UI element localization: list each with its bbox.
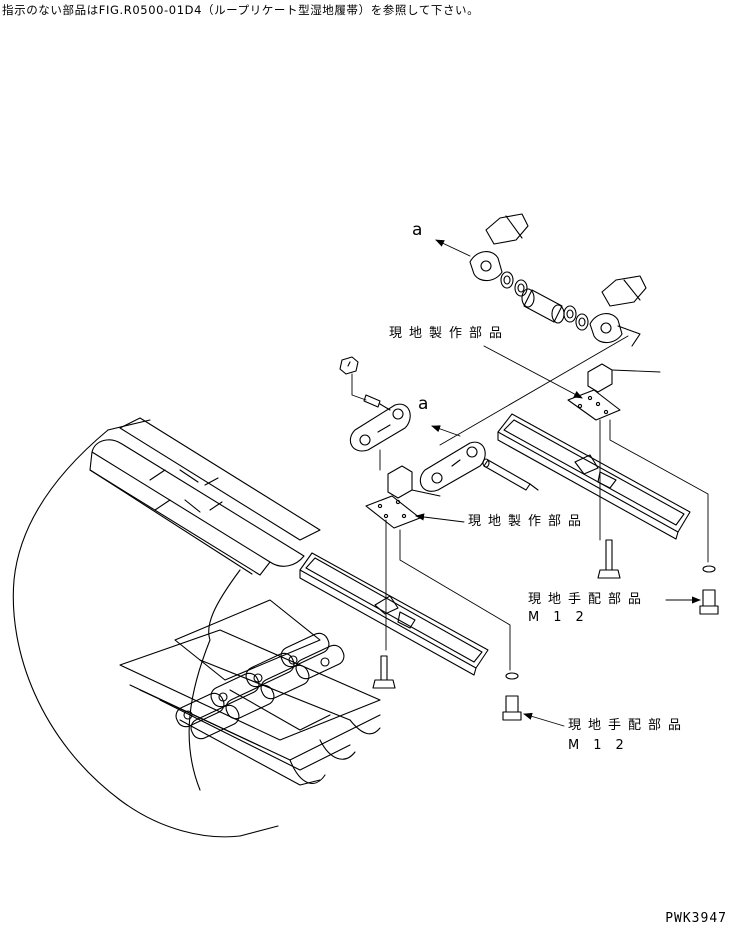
track-chain [175,632,345,740]
shoe-plate-upper [497,413,691,540]
bolt-m12-lower [502,672,522,721]
shoe-plate-lower [299,552,489,676]
callout-bolt-size-lower: M12 [568,738,638,753]
washers-right [563,305,589,331]
leader-lines [351,239,709,727]
view-ref-a-lower: a [418,394,429,414]
fabricated-plate-upper [567,363,621,421]
nut [339,356,359,375]
fabricated-plate-lower [365,465,421,529]
upper-bracket-right [601,275,647,307]
bolt-upper-plate [597,539,621,579]
upper-bracket-left [485,213,529,245]
pin [482,458,539,491]
link-end-left [469,251,503,282]
bolt-lower-plate [372,655,396,689]
callout-local-procured-right: 現地手配部品 [528,592,649,607]
lower-link [349,403,411,452]
view-ref-a-upper: a [412,220,423,240]
middle-link [419,441,486,492]
callout-local-procured-lower: 現地手配部品 [568,718,689,733]
bolt-m12-right [699,565,719,615]
callout-bolt-size-right: M12 [528,610,598,625]
bushing [521,288,565,324]
callout-local-fabricated-lower: 現地製作部品 [468,514,589,529]
callout-local-fabricated-upper: 現地製作部品 [389,326,510,341]
header-note: 指示のない部品はFIG.R0500-01D4（ループリケート型湿地履帯）を参照し… [2,3,480,17]
link-end-right [589,313,641,347]
small-bolt [363,394,391,411]
track-assembly [12,417,381,838]
figure-number: PWK3947 [665,911,727,926]
washers-left [500,271,528,297]
